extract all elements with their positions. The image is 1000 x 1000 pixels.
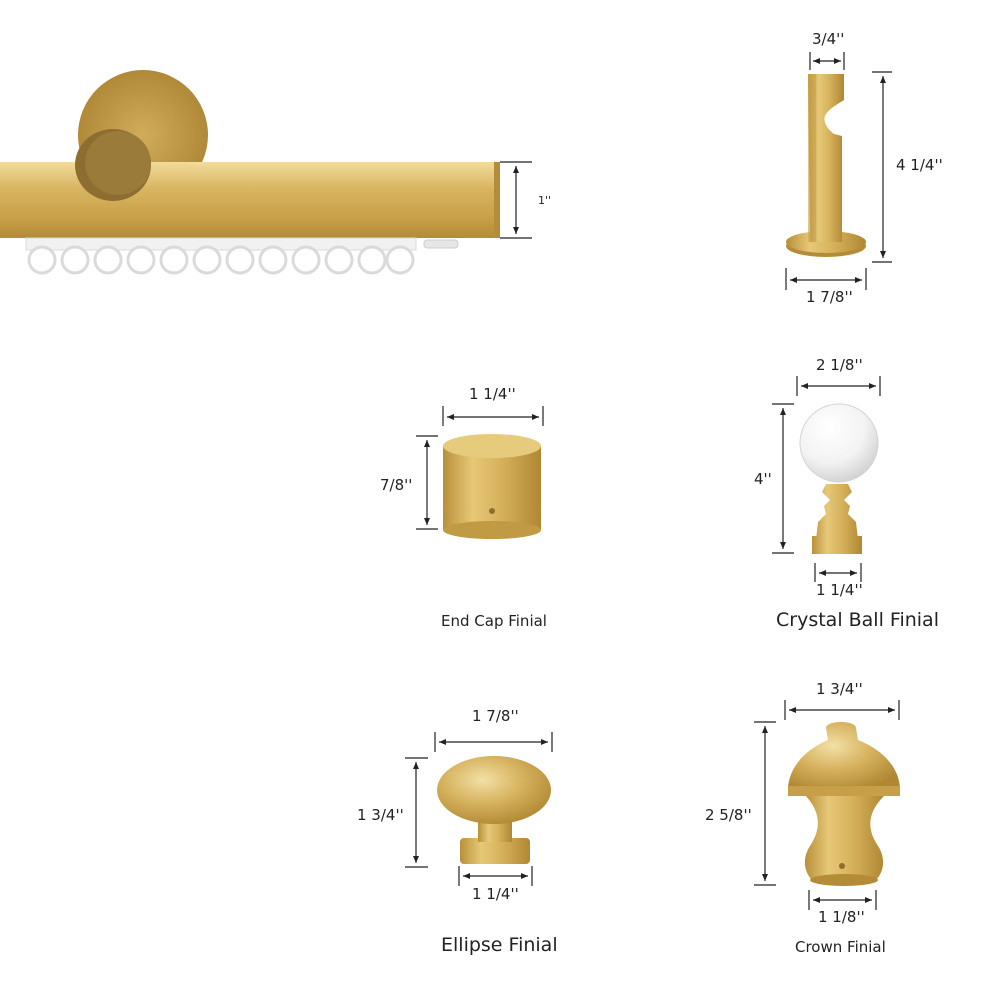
crown-caption: Crown Finial xyxy=(795,938,886,956)
ellipse-width-label: 1 7/8'' xyxy=(472,707,519,725)
crown-finial xyxy=(788,722,900,886)
ellipse-height-label: 1 3/4'' xyxy=(357,806,404,824)
bracket-post xyxy=(808,74,844,242)
rod-diameter-label: 1'' xyxy=(538,194,552,207)
bracket-height-label: 4 1/4'' xyxy=(896,156,943,174)
bracket-illustration xyxy=(786,74,866,257)
crown-width-label: 1 3/4'' xyxy=(816,680,863,698)
crystal-ball-caption: Crystal Ball Finial xyxy=(776,609,939,631)
curtain-rod-assembly xyxy=(0,70,500,275)
crystal-ball-width-label: 2 1/8'' xyxy=(816,356,863,374)
end-cap-height-label: 7/8'' xyxy=(380,476,413,494)
rod xyxy=(0,162,498,238)
end-cap-caption: End Cap Finial xyxy=(441,612,547,630)
crystal-ball xyxy=(799,403,879,483)
glider-rings xyxy=(25,237,459,275)
crystal-ball-height-label: 4'' xyxy=(754,470,772,488)
bracket-base-label: 1 7/8'' xyxy=(806,288,853,306)
crystal-ball-base-label: 1 1/4'' xyxy=(816,581,863,599)
end-cap-width-label: 1 1/4'' xyxy=(469,385,516,403)
rod-end xyxy=(494,162,500,238)
crown-height-label: 2 5/8'' xyxy=(705,806,752,824)
crystal-ball-finial xyxy=(799,403,879,554)
ellipse-caption: Ellipse Finial xyxy=(441,934,558,956)
bracket-gap-label: 3/4'' xyxy=(812,30,845,48)
end-cap-finial xyxy=(443,434,541,539)
ellipse-base-label: 1 1/4'' xyxy=(472,885,519,903)
dimension-lines xyxy=(405,52,900,910)
crown-base-label: 1 1/8'' xyxy=(818,908,865,926)
ellipse-finial xyxy=(437,756,551,864)
